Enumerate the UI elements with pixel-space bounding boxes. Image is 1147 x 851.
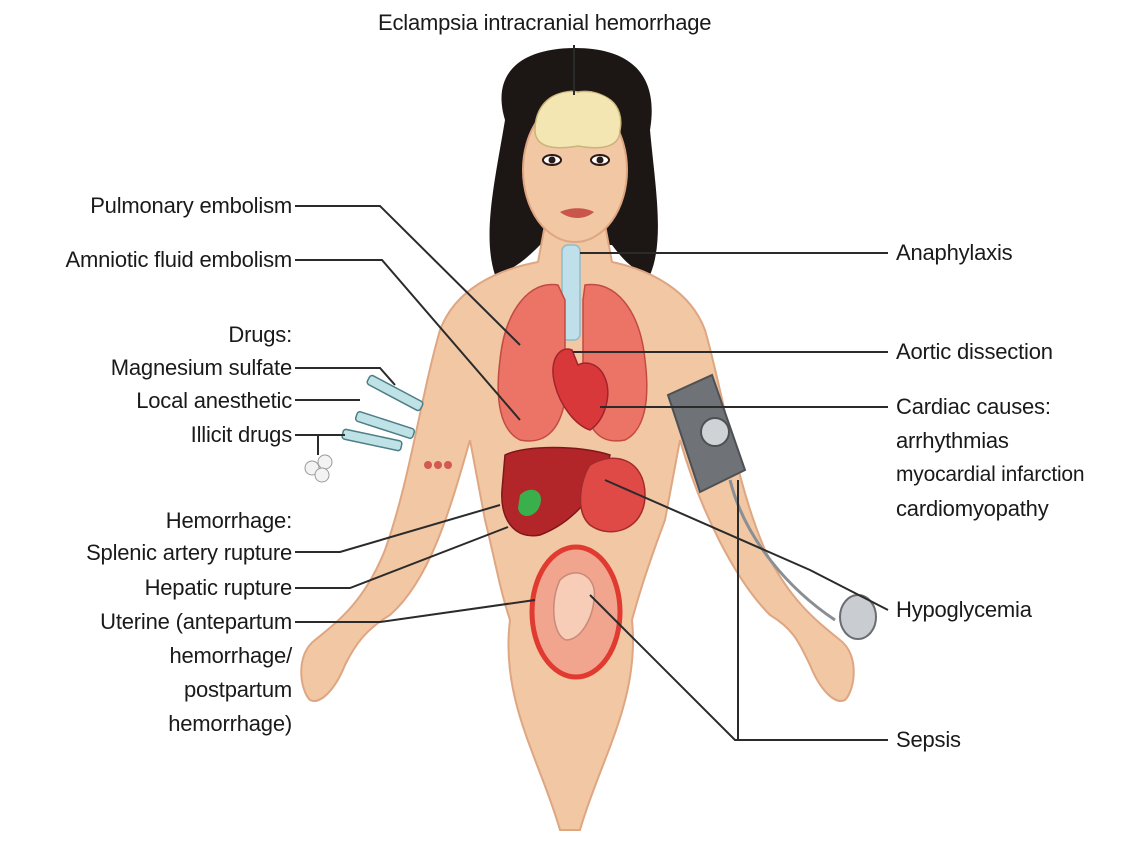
label-splenic-artery-rupture: Splenic artery rupture	[86, 538, 292, 567]
label-magnesium-sulfate: Magnesium sulfate	[111, 353, 292, 382]
label-amniotic-fluid-embolism: Amniotic fluid embolism	[66, 245, 292, 274]
leader-illicit-drugs	[295, 435, 345, 455]
label-sepsis: Sepsis	[896, 725, 961, 754]
label-hemorrhage-heading: Hemorrhage:	[166, 506, 292, 535]
label-hepatic-rupture: Hepatic rupture	[145, 573, 292, 602]
label-pulmonary-embolism: Pulmonary embolism	[90, 191, 292, 220]
label-uterine-4: hemorrhage)	[168, 709, 292, 738]
right-pupil	[597, 157, 604, 164]
label-myocardial-infarction: myocardial infarction	[896, 460, 1084, 489]
label-uterine-1: Uterine (antepartum	[100, 607, 292, 636]
label-aortic-dissection: Aortic dissection	[896, 337, 1053, 366]
label-local-anesthetic: Local anesthetic	[136, 386, 292, 415]
bp-gauge	[701, 418, 729, 446]
label-illicit-drugs: Illicit drugs	[191, 420, 292, 449]
female-body-illustration	[301, 48, 876, 830]
label-cardiomyopathy: cardiomyopathy	[896, 494, 1049, 523]
pills	[305, 455, 332, 482]
brain	[535, 91, 621, 147]
injection-marks	[424, 461, 452, 469]
label-arrhythmias: arrhythmias	[896, 426, 1009, 455]
label-cardiac-causes: Cardiac causes:	[896, 392, 1051, 421]
label-hypoglycemia: Hypoglycemia	[896, 595, 1032, 624]
label-anaphylaxis: Anaphylaxis	[896, 238, 1012, 267]
syringes	[342, 375, 424, 452]
label-eclampsia-intracranial-hemorrhage: Eclampsia intracranial hemorrhage	[378, 8, 711, 37]
label-uterine-2: hemorrhage/	[169, 641, 292, 670]
stomach	[581, 458, 645, 532]
label-drugs-heading: Drugs:	[228, 320, 292, 349]
label-uterine-3: postpartum	[184, 675, 292, 704]
left-pupil	[549, 157, 556, 164]
leader-uterine	[295, 600, 535, 622]
